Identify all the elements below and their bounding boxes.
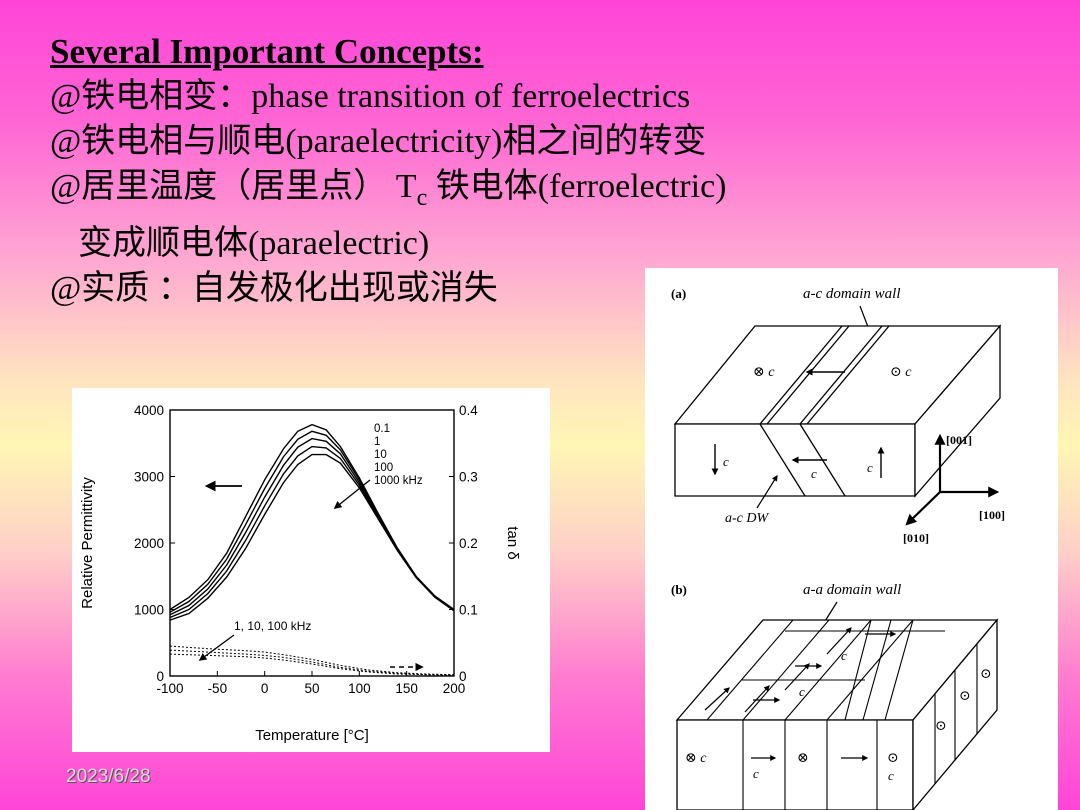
concept-line-5: @实质 ：自发极化出现或消失 — [50, 270, 498, 307]
panel-b-title: a-a domain wall — [803, 582, 901, 598]
slide-date: 2023/6/28 — [66, 766, 151, 787]
panel-b-dot-side-1: ⊙ — [935, 719, 947, 734]
freq-label-pointer — [333, 479, 371, 509]
panel-a-c-middle: c — [811, 466, 817, 481]
panel-b-arrow-diag-3 — [744, 685, 770, 713]
concept-line-3-start: @居里温度（居里点） T — [50, 168, 417, 205]
y-tick-label: 3000 — [134, 470, 164, 485]
freq-label-1: 1 — [374, 436, 380, 448]
axis-100-label: [100] — [979, 508, 1005, 522]
panel-b-dot-side-3: ⊙ — [980, 667, 992, 682]
panel-b-c-2: c — [799, 684, 805, 699]
loss-label: 1, 10, 100 kHz — [234, 619, 311, 633]
panel-a-c-right: c — [867, 460, 873, 475]
loss-label-pointer — [198, 634, 235, 661]
panel-a-block — [673, 324, 1002, 498]
y-tick-label: 2000 — [134, 536, 164, 551]
axis-010-arrow — [905, 491, 941, 526]
plot-frame — [169, 409, 455, 677]
panel-b-label: (b) — [671, 582, 687, 597]
permittivity-series-0 — [169, 423, 455, 611]
panel-b-cross-c: ⊗ c — [685, 751, 707, 766]
x-tick-label: 200 — [443, 681, 466, 696]
permittivity-series-4 — [169, 453, 455, 621]
freq-label-4: 1000 kHz — [374, 475, 423, 487]
concept-line-2: @铁电相与顺电(paraelectricity)相之间的转变 — [50, 123, 707, 160]
freq-label-3: 100 — [374, 462, 393, 474]
permittivity-series-1 — [169, 430, 455, 613]
panel-a-dw-label: a-c DW — [725, 511, 769, 526]
frequency-labels: 0.1 1 10 100 1000 kHz — [374, 423, 423, 487]
y-axis-label: Relative Permittivity — [79, 477, 96, 609]
panel-b-c-front-1: c — [753, 766, 759, 781]
panel-b-walls — [706, 619, 978, 810]
panel-b-dot-front: ⊙ — [887, 751, 899, 766]
y-tick-label: 1000 — [134, 603, 164, 618]
domain-wall-figure: (a) a-c domain wall ⊗ c ⊙ c c c c a-c DW — [645, 268, 1058, 810]
y-tick-label: 0 — [156, 669, 164, 684]
freq-label-2: 10 — [374, 449, 387, 461]
panel-b-arrow-diag-2 — [784, 663, 810, 691]
panel-a-dot-c: ⊙ c — [890, 365, 912, 380]
plot-area — [169, 409, 455, 677]
x-tick-label: 150 — [395, 681, 418, 696]
axis-010-label: [010] — [903, 531, 929, 545]
slide-text: Several Important Concepts: @铁电相变：phase … — [50, 30, 910, 311]
panel-b-arrow-diag-4 — [704, 687, 730, 711]
axis-triad — [905, 433, 1000, 526]
concept-line-1: @铁电相变：phase transition of ferroelectrics — [50, 78, 691, 115]
x-tick-label: 100 — [348, 681, 371, 696]
curie-subscript: c — [416, 185, 428, 211]
panel-a-c-left: c — [723, 454, 729, 469]
freq-label-0: 0.1 — [374, 423, 390, 435]
panel-b-dot-side-2: ⊙ — [959, 689, 971, 704]
x-tick-label: 50 — [304, 681, 319, 696]
series-layer — [169, 423, 455, 676]
panel-a-label: (a) — [671, 286, 686, 301]
y2-tick-label: 0.3 — [459, 470, 478, 485]
y2-tick-label: 0 — [459, 669, 467, 684]
x-axis-label: Temperature [°C] — [255, 727, 369, 744]
panel-b-c-front-2: c — [888, 768, 894, 783]
panel-b-c-1: c — [841, 648, 847, 663]
x-tick-label: -100 — [156, 681, 183, 696]
axis-001-label: [001] — [946, 433, 972, 447]
domain-wall-svg: (a) a-c domain wall ⊗ c ⊙ c c c c a-c DW — [671, 286, 1005, 810]
y2-tick-label: 0.1 — [459, 603, 478, 618]
panel-b-arrow-diag-1 — [826, 627, 852, 655]
x-tick-label: 0 — [261, 681, 269, 696]
concept-line-3: @居里温度（居里点） Tc 铁电体(ferroelectric) — [50, 164, 910, 221]
panel-b-block — [675, 618, 999, 810]
y2-tick-label: 0.4 — [459, 403, 478, 418]
y-tick-label: 4000 — [134, 403, 164, 418]
y2-tick-label: 0.2 — [459, 536, 478, 551]
panel-a-title: a-c domain wall — [803, 286, 901, 302]
panel-b-cross: ⊗ — [797, 751, 809, 766]
y2-axis-label: tan δ — [504, 526, 521, 559]
panel-a-dw-pointer — [756, 474, 778, 509]
panel-a-cross-c: ⊗ c — [753, 365, 775, 380]
slide-heading: Several Important Concepts: — [50, 32, 484, 71]
concept-line-3-end: 铁电体(ferroelectric) — [427, 168, 727, 205]
x-tick-label: -50 — [208, 681, 228, 696]
concept-line-4: 变成顺电体(paraelectric) — [78, 225, 430, 262]
